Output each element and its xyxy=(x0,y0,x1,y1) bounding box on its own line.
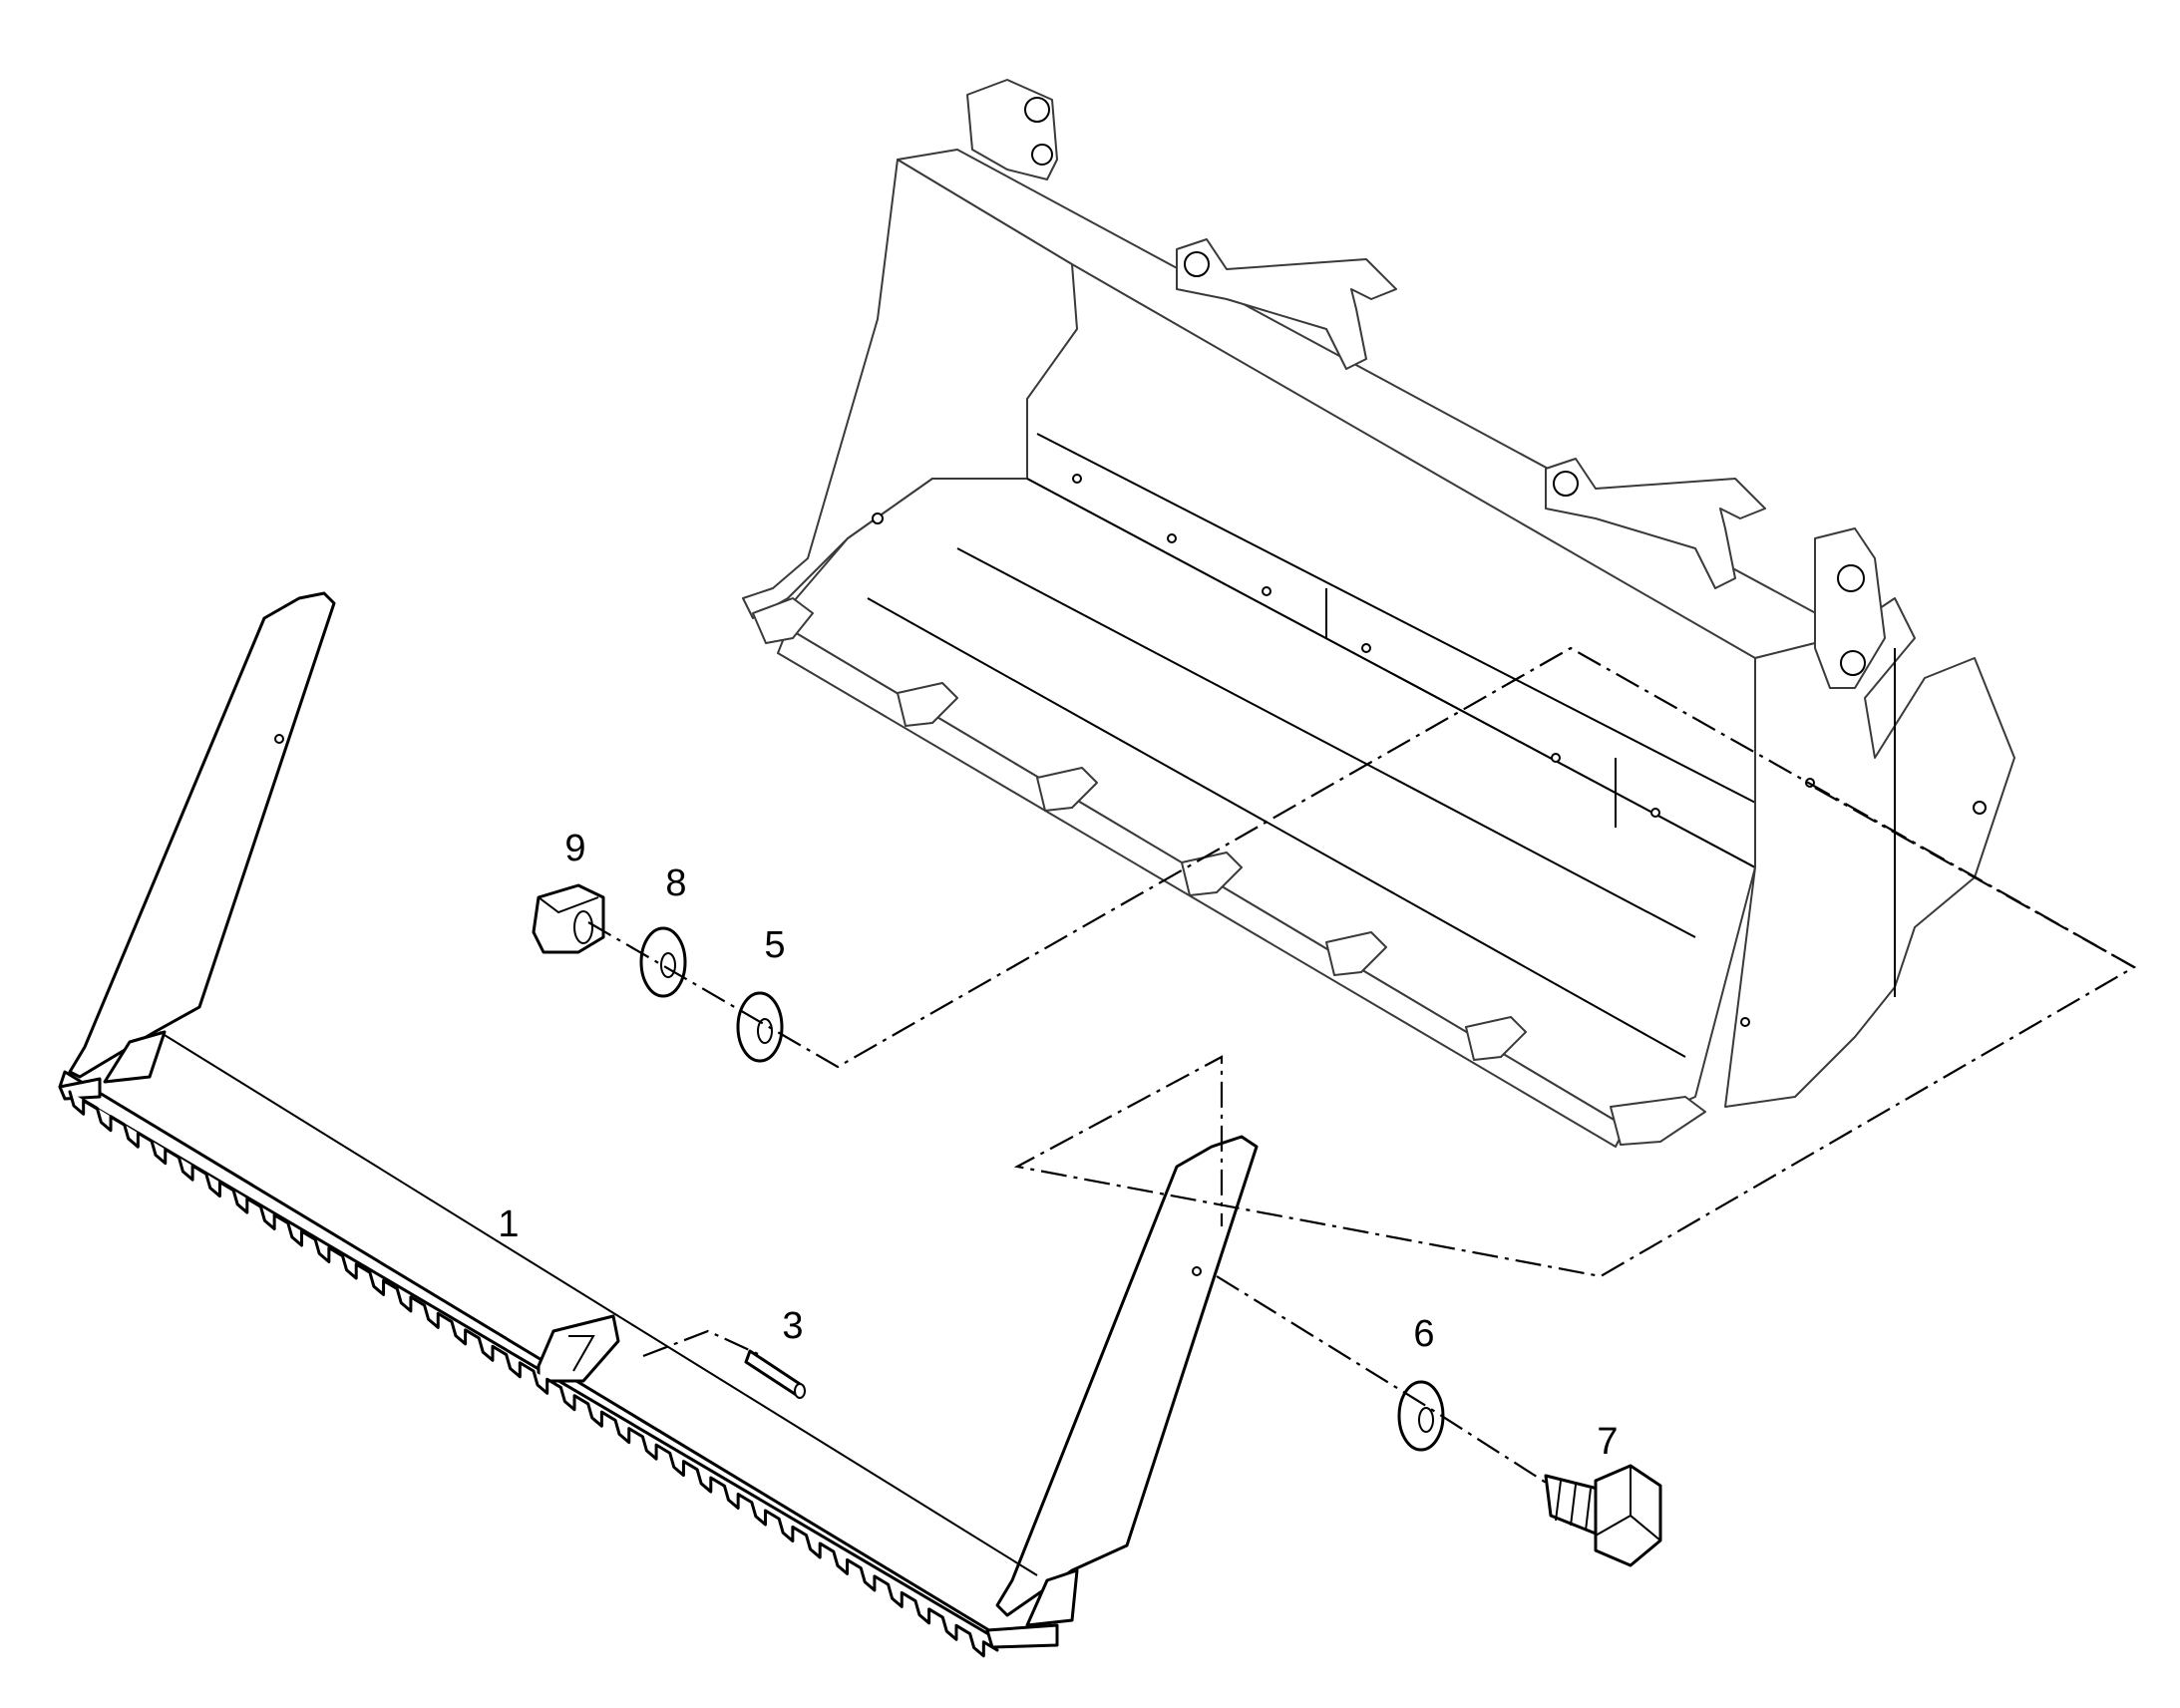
washer-5 xyxy=(736,991,784,1063)
washer-8 xyxy=(639,926,687,998)
hex-bolt xyxy=(1544,1464,1662,1567)
callout-6: 6 xyxy=(1413,1313,1434,1355)
callout-8: 8 xyxy=(665,862,686,904)
callout-7: 7 xyxy=(1597,1421,1618,1463)
callout-5: 5 xyxy=(764,924,785,966)
tooth-bar-assembly xyxy=(58,591,1259,1658)
hex-nut xyxy=(532,883,605,954)
callout-1: 1 xyxy=(498,1203,519,1245)
leader-lines xyxy=(587,646,2137,1487)
callouts: 1 3 5 6 7 8 9 xyxy=(498,828,1618,1463)
loader-bucket xyxy=(742,79,2015,1148)
callout-9: 9 xyxy=(564,828,585,869)
callout-3: 3 xyxy=(782,1305,803,1347)
serrated-edge xyxy=(68,1090,999,1658)
washer-6 xyxy=(1397,1380,1445,1452)
roll-pin xyxy=(744,1349,806,1399)
